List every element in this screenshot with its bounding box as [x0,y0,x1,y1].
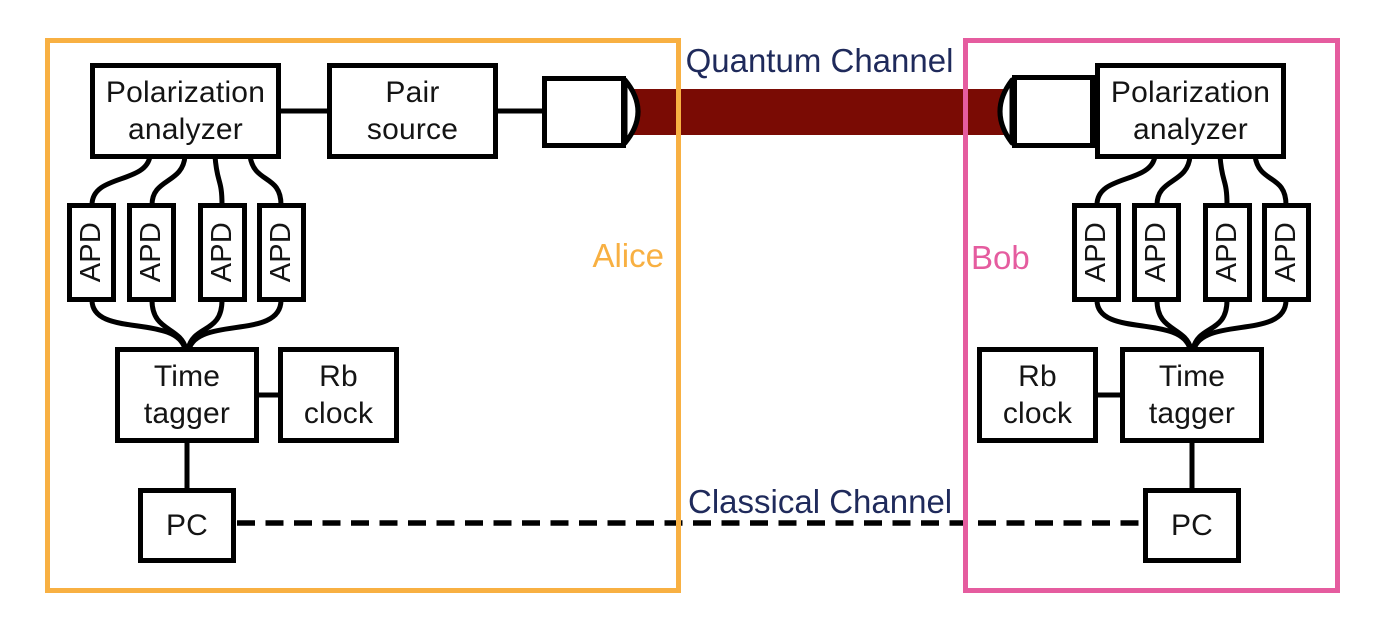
signal-wire [186,299,284,351]
fiber-wire [1252,155,1289,206]
quantum-channel-fiber [630,89,1006,135]
quantum-channel-label: Quantum Channel [685,42,954,79]
bob-time-tagger: Time tagger [1120,347,1264,443]
alice-time-tagger: Time tagger [115,347,259,443]
classical-channel-label: Classical Channel [688,483,953,520]
signal-wire [149,299,189,350]
pair-source: Pair source [327,63,498,159]
lens-bob [997,77,1015,146]
alice-fiber-coupler [542,76,626,148]
fiber-wire [1094,155,1158,206]
alice-apd-1: APD [67,203,116,302]
bob-polarization-analyzer: Polarization analyzer [1095,63,1286,159]
bob-name-label: Bob [971,239,1030,276]
signal-wire [1191,299,1289,351]
bob-apd-2: APD [1132,203,1181,302]
bob-fiber-coupler [1012,75,1095,148]
fiber-wire [247,155,284,206]
alice-pc: PC [138,488,236,563]
alice-boundary [45,38,681,593]
bob-rb-clock: Rb clock [977,347,1098,443]
alice-apd-4: APD [257,203,306,302]
fiber-wire [212,155,225,206]
alice-polarization-analyzer: Polarization analyzer [90,63,281,159]
alice-name-label: Alice [592,237,664,274]
fiber-wire [1217,155,1230,206]
bob-boundary [963,38,1340,593]
fiber-wire [149,155,188,206]
fiber-wire [1154,155,1193,206]
bob-apd-3: APD [1203,203,1252,302]
bob-pc: PC [1143,488,1241,563]
alice-apd-2: APD [127,203,176,302]
alice-apd-3: APD [198,203,247,302]
fiber-wire [89,155,153,206]
alice-rb-clock: Rb clock [278,347,399,443]
signal-wire [1154,299,1194,350]
bob-apd-1: APD [1072,203,1121,302]
bob-apd-4: APD [1262,203,1311,302]
